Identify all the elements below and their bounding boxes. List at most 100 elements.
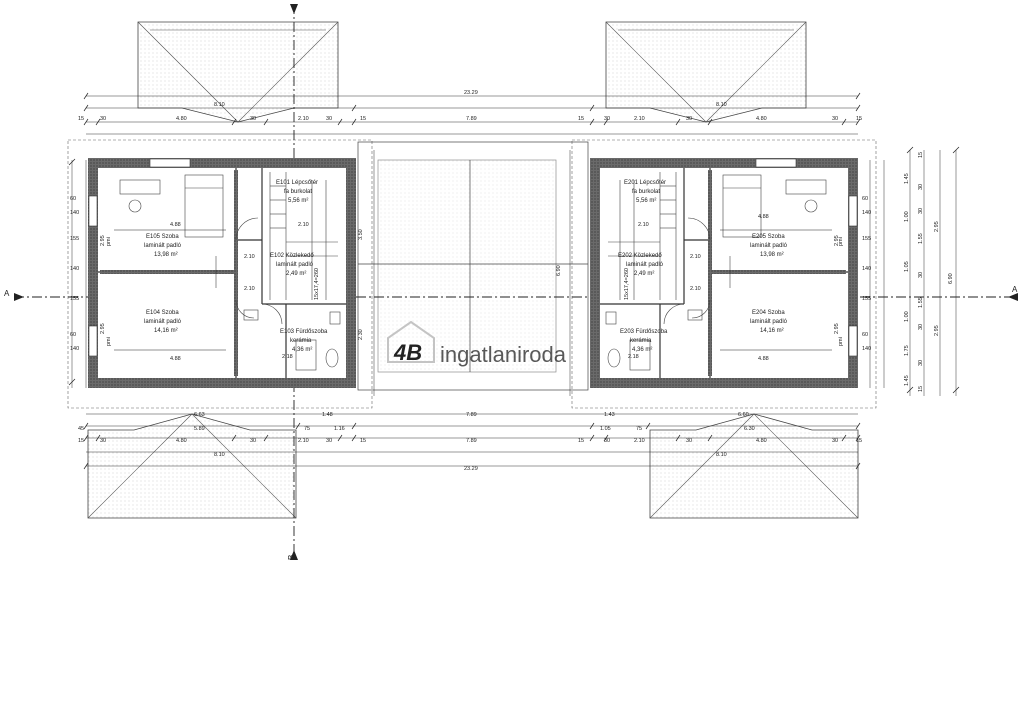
- room-label-e204: E204 Szoba laminált padló 14,16 m²: [750, 310, 788, 334]
- svg-text:2.95: 2.95: [834, 323, 840, 334]
- svg-text:1.55: 1.55: [918, 233, 924, 244]
- svg-text:45: 45: [78, 426, 84, 432]
- svg-text:E103 Fürdőszoba: E103 Fürdőszoba: [280, 329, 328, 335]
- svg-text:30: 30: [918, 184, 924, 190]
- room-label-e205: E205 Szoba laminált padló 13,98 m²: [750, 234, 788, 258]
- svg-text:30: 30: [918, 272, 924, 278]
- svg-text:30: 30: [604, 438, 610, 444]
- svg-text:kerámia: kerámia: [630, 338, 652, 344]
- svg-text:laminált padló: laminált padló: [144, 243, 182, 249]
- svg-text:30: 30: [918, 208, 924, 214]
- svg-text:E205 Szoba: E205 Szoba: [752, 234, 785, 240]
- roof-top-right: [605, 21, 807, 123]
- room-label-e103: E103 Fürdőszoba kerámia 4,36 m²: [280, 329, 328, 353]
- right-wing: [590, 158, 858, 388]
- svg-text:140: 140: [70, 346, 79, 352]
- windows: [88, 158, 858, 357]
- roof-top-left: [137, 21, 339, 123]
- svg-text:2.10: 2.10: [244, 286, 255, 292]
- section-a-arrow-left: [14, 293, 24, 301]
- svg-text:2.18: 2.18: [282, 354, 293, 360]
- svg-text:E203 Fürdőszoba: E203 Fürdőszoba: [620, 329, 668, 335]
- svg-text:2.95: 2.95: [100, 323, 106, 334]
- svg-text:30: 30: [686, 438, 692, 444]
- svg-text:30: 30: [326, 438, 332, 444]
- svg-text:4,36 m²: 4,36 m²: [632, 347, 652, 353]
- svg-text:30: 30: [918, 324, 924, 330]
- room-label-e202: E202 Közlekedő laminált padló 2,49 m²: [618, 253, 664, 277]
- svg-text:4.80: 4.80: [756, 116, 767, 122]
- svg-text:2.10: 2.10: [638, 222, 649, 228]
- svg-text:30: 30: [326, 116, 332, 122]
- dim-row-top: 15 30 4.80 30 2.10 30 15 7.89 15 30 2.10…: [78, 116, 862, 122]
- svg-text:23.29: 23.29: [464, 466, 478, 472]
- svg-text:2,49 m²: 2,49 m²: [634, 271, 654, 277]
- roof-top-right-lines: [605, 21, 807, 123]
- svg-text:15: 15: [856, 116, 862, 122]
- window-label: pmi: [106, 237, 112, 246]
- room-label-e203: E203 Fürdőszoba kerámia 4,36 m²: [620, 329, 668, 353]
- svg-text:4.88: 4.88: [170, 222, 181, 228]
- svg-text:laminált padló: laminált padló: [750, 243, 788, 249]
- svg-text:2.10: 2.10: [690, 286, 701, 292]
- svg-text:2.95: 2.95: [934, 221, 940, 232]
- svg-text:2.95: 2.95: [834, 235, 840, 246]
- svg-text:7.89: 7.89: [466, 412, 477, 418]
- svg-text:60: 60: [862, 332, 868, 338]
- svg-text:30: 30: [832, 438, 838, 444]
- svg-text:30: 30: [686, 116, 692, 122]
- svg-text:8.10: 8.10: [214, 102, 225, 108]
- svg-text:laminált padló: laminált padló: [626, 262, 664, 268]
- left-wing: [88, 158, 356, 388]
- svg-text:2.95: 2.95: [100, 235, 106, 246]
- svg-text:13,98 m²: 13,98 m²: [154, 252, 178, 258]
- room-label-e101: E101 Lépcsőtér fa burkolat 5,56 m²: [276, 180, 318, 204]
- svg-text:30: 30: [100, 116, 106, 122]
- stair-note-right: 15x17,4=260: [624, 268, 630, 300]
- section-b-arrow-bottom: [290, 550, 298, 560]
- svg-text:4.88: 4.88: [758, 356, 769, 362]
- svg-text:1.00: 1.00: [904, 311, 910, 322]
- svg-text:30: 30: [250, 116, 256, 122]
- dim-right-side: 60 140 155 140 155 60 140 2.95 2.95: [834, 196, 871, 352]
- svg-text:2.18: 2.18: [628, 354, 639, 360]
- dim-right-outer: 15 1.45 30 1.00 30 1.55 1.05 30 1.55 1.0…: [904, 152, 954, 392]
- svg-text:30: 30: [918, 360, 924, 366]
- svg-text:E201 Lépcsőtér: E201 Lépcsőtér: [624, 180, 666, 186]
- svg-text:30: 30: [604, 116, 610, 122]
- svg-text:2.10: 2.10: [298, 116, 309, 122]
- svg-text:E105 Szoba: E105 Szoba: [146, 234, 179, 240]
- svg-text:E104 Szoba: E104 Szoba: [146, 310, 179, 316]
- section-a-label-left: A: [4, 289, 10, 298]
- dim-small-labels: 2.10 2.10 2.10 2.10 2.10 2.10 4.88 4.88 …: [170, 214, 769, 362]
- svg-text:15: 15: [78, 438, 84, 444]
- svg-text:fa burkolat: fa burkolat: [284, 189, 312, 195]
- svg-text:155: 155: [70, 236, 79, 242]
- svg-text:6.30: 6.30: [744, 426, 755, 432]
- svg-text:155: 155: [862, 236, 871, 242]
- svg-text:4.80: 4.80: [176, 438, 187, 444]
- dim-total-top: 23.29: [464, 90, 478, 96]
- roof-top-left-lines: [137, 21, 339, 123]
- svg-text:4.88: 4.88: [170, 356, 181, 362]
- svg-text:60: 60: [70, 196, 76, 202]
- svg-text:laminált padló: laminált padló: [144, 319, 182, 325]
- svg-text:kerámia: kerámia: [290, 338, 312, 344]
- svg-text:75: 75: [636, 426, 642, 432]
- svg-text:1.00: 1.00: [904, 211, 910, 222]
- svg-text:2,49 m²: 2,49 m²: [286, 271, 306, 277]
- svg-text:140: 140: [862, 346, 871, 352]
- svg-text:60: 60: [862, 196, 868, 202]
- svg-text:6.90: 6.90: [948, 273, 954, 284]
- svg-text:E102 Közlekedő: E102 Közlekedő: [270, 253, 314, 259]
- svg-text:15: 15: [360, 438, 366, 444]
- svg-text:13,98 m²: 13,98 m²: [760, 252, 784, 258]
- svg-text:14,16 m²: 14,16 m²: [760, 328, 784, 334]
- svg-text:4.80: 4.80: [176, 116, 187, 122]
- dim-row-mid: 45 1.48 75 1.16 7.89 1.43 1.05 75: [78, 412, 642, 432]
- svg-text:8.10: 8.10: [716, 102, 727, 108]
- svg-text:2.10: 2.10: [298, 222, 309, 228]
- svg-text:155: 155: [70, 296, 79, 302]
- svg-text:15: 15: [578, 438, 584, 444]
- svg-text:1.45: 1.45: [904, 173, 910, 184]
